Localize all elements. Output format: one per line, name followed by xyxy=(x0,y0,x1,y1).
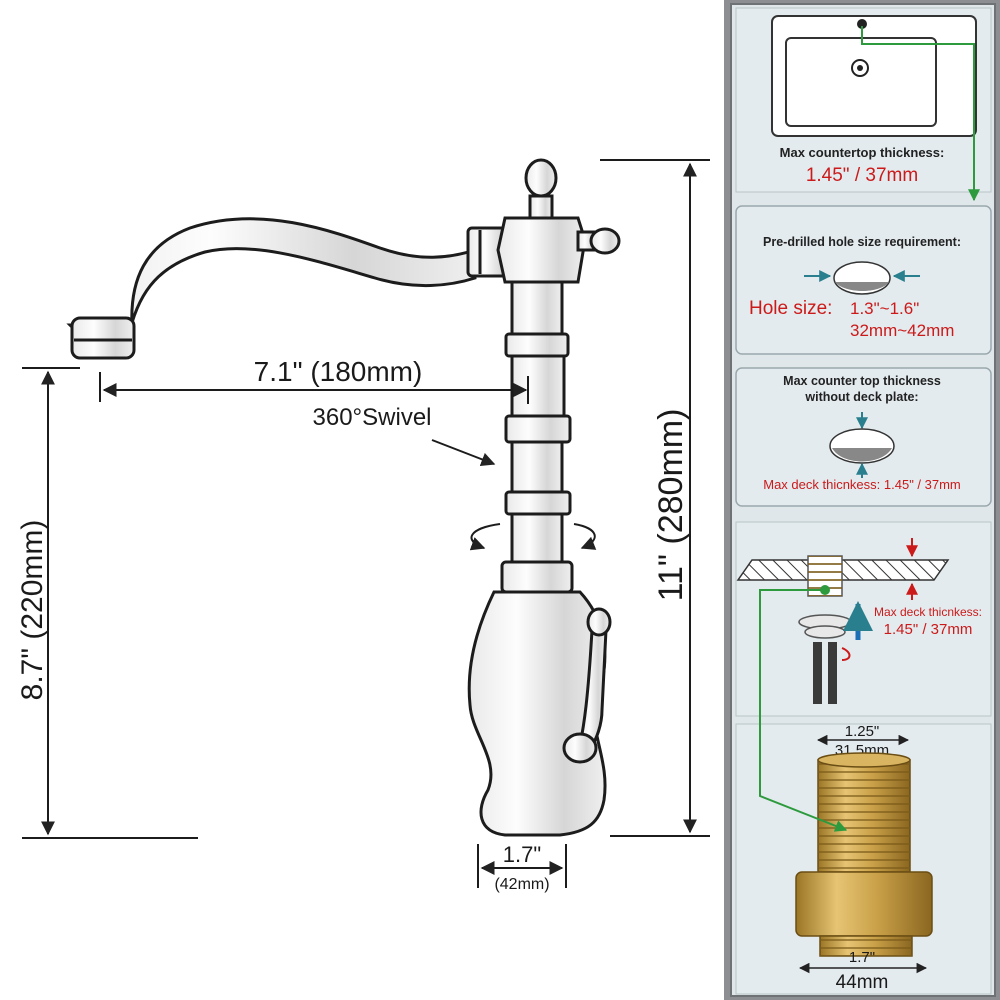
finial xyxy=(528,194,554,220)
swivel-label: 360°Swivel xyxy=(313,404,432,431)
panel-shank: 1.25" 31.5mm 1.7" 44mm xyxy=(735,723,992,995)
hole-size-label: Hole size: xyxy=(749,298,832,319)
side-knob xyxy=(589,227,621,255)
spout-reach-dimension xyxy=(99,372,529,404)
install-value: 1.45" / 37mm xyxy=(884,621,973,638)
countertop-title: Max countertop thickness: xyxy=(780,145,945,160)
total-height-dimension xyxy=(600,159,710,837)
countertop-value: 1.45" / 37mm xyxy=(806,165,918,186)
spout-height-label: 8.7" (220mm) xyxy=(16,520,49,701)
deck-title-line2: without deck plate: xyxy=(804,390,918,404)
spout-tip xyxy=(70,316,136,360)
spout-reach-label: 7.1" (180mm) xyxy=(254,356,423,387)
hole-size-mm: 32mm~42mm xyxy=(850,321,954,340)
panel-installation: Max deck thicnkess: 1.45" / 37mm xyxy=(735,521,992,717)
brass-nut xyxy=(795,871,933,937)
hole-size-inches: 1.3"~1.6" xyxy=(850,299,919,318)
green-connectors xyxy=(759,26,980,832)
body-lower xyxy=(510,440,564,494)
supply-hose-icon xyxy=(813,642,822,704)
base-width-mm-label: (42mm) xyxy=(494,876,549,893)
base-width-dimension xyxy=(477,844,567,888)
shank-bottom-mm: 44mm xyxy=(836,972,889,993)
install-label: Max deck thicnkess: xyxy=(874,605,982,619)
tap-hole-icon xyxy=(857,19,867,29)
shank-bottom-in: 1.7" xyxy=(849,949,875,966)
hole-title: Pre-drilled hole size requirement: xyxy=(763,235,961,249)
shank-top-in: 1.25" xyxy=(845,723,880,740)
faucet-head xyxy=(496,216,587,284)
panel-hole-size: Pre-drilled hole size requirement: Hole … xyxy=(735,205,992,355)
swivel-arrows xyxy=(469,523,597,551)
deck-value: Max deck thicnkess: 1.45" / 37mm xyxy=(763,477,961,492)
body-middle xyxy=(510,354,566,418)
spout-height-dimension xyxy=(22,367,198,839)
panel-countertop: Max countertop thickness: 1.45" / 37mm xyxy=(735,7,992,193)
base-width-in-label: 1.7" xyxy=(503,842,541,867)
swivel-pointer xyxy=(431,439,496,466)
faucet-illustration xyxy=(66,158,621,837)
deck-title-line1: Max counter top thickness xyxy=(783,374,941,388)
panel-deck-thickness: Max counter top thickness without deck p… xyxy=(735,367,992,507)
body-upper xyxy=(510,280,564,336)
spout xyxy=(66,217,477,332)
total-height-label: 11" (280mm) xyxy=(652,409,690,602)
countertop-section xyxy=(736,559,950,581)
